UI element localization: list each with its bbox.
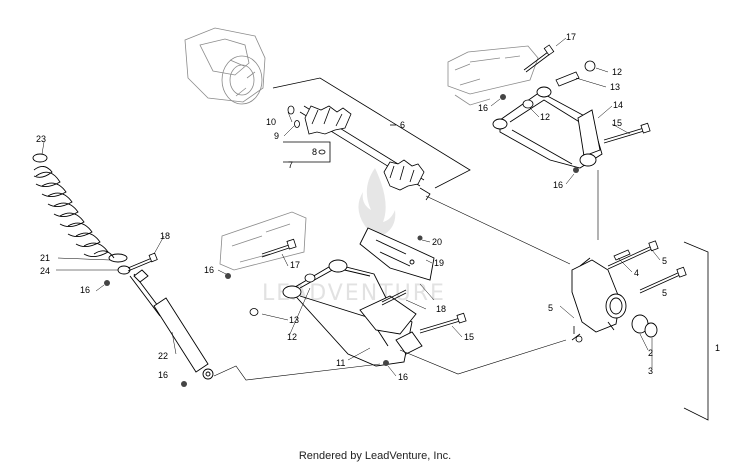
- callout-10: 10: [266, 117, 276, 127]
- callout-15: 15: [612, 118, 622, 128]
- bushing-12-upper-b: [522, 99, 534, 109]
- circlip-9: [294, 120, 300, 128]
- bracket-6: [272, 77, 471, 189]
- callout-14: 14: [613, 100, 623, 110]
- bushing-13-lower: [249, 308, 259, 316]
- nut-16-upper-arm: [573, 167, 579, 173]
- callout-16: 16: [204, 265, 214, 275]
- callout-2: 2: [648, 348, 653, 358]
- callout-5: 5: [662, 288, 667, 298]
- leader-shaft-to-hub: [425, 195, 571, 265]
- bracket-1: [683, 241, 709, 421]
- callout-16: 16: [478, 103, 488, 113]
- nut-16-upper-frame: [500, 94, 506, 100]
- callout-16: 16: [158, 370, 168, 380]
- callout-17: 17: [566, 32, 576, 42]
- callout-12: 12: [287, 332, 297, 342]
- skid-plate-19: [359, 227, 435, 281]
- callout-5: 5: [548, 303, 553, 313]
- callout-15: 15: [464, 332, 474, 342]
- sleeve-13-upper: [555, 71, 580, 87]
- callout-22: 22: [158, 351, 168, 361]
- upper-a-arm: [492, 86, 603, 169]
- callout-13: 13: [289, 315, 299, 325]
- bushing-12-upper-a: [584, 60, 596, 72]
- shock-absorber: [129, 269, 214, 380]
- callout-6: 6: [400, 120, 405, 130]
- callout-18: 18: [160, 231, 170, 241]
- frame-top-ghost: [184, 27, 266, 105]
- frame-upper-right-ghost: [447, 45, 539, 106]
- callout-20: 20: [432, 237, 442, 247]
- callout-9: 9: [274, 131, 279, 141]
- studs-5-4: [571, 240, 687, 343]
- callout-4: 4: [634, 268, 639, 278]
- nut-16-lower-arm: [383, 360, 389, 366]
- callout-5: 5: [662, 256, 667, 266]
- callout-3: 3: [648, 366, 653, 376]
- callout-11: 11: [336, 358, 345, 368]
- lower-a-arm: [282, 259, 423, 367]
- bolt-15-upper: [603, 122, 651, 144]
- callout-16: 16: [398, 372, 408, 382]
- callout-12: 12: [612, 67, 622, 77]
- callout-16: 16: [80, 285, 90, 295]
- bolt-18-left: [127, 252, 158, 272]
- footer-credit: Rendered by LeadVenture, Inc.: [298, 450, 452, 462]
- nut-16-left-bottom: [181, 381, 187, 387]
- callout-21: 21: [40, 253, 50, 263]
- callout-8: 8: [312, 147, 317, 157]
- washer-20: [417, 235, 423, 241]
- bolt-18-lower: [381, 289, 407, 306]
- leader-lines: [41, 37, 661, 377]
- callout-7: 7: [288, 160, 293, 170]
- bolt-17-lower: [261, 238, 297, 258]
- callout-1: 1: [715, 343, 720, 353]
- half-shaft-assembly: [287, 105, 431, 201]
- callout-13: 13: [610, 82, 620, 92]
- circlip-10: [287, 105, 295, 115]
- callout-16: 16: [553, 180, 563, 190]
- leader-arm-to-hub: [399, 339, 567, 375]
- bushing-12-lower: [304, 273, 316, 283]
- callout-24: 24: [40, 266, 50, 276]
- callout-18: 18: [436, 304, 446, 314]
- bolt-17-upper: [523, 44, 555, 73]
- cv-boot-inner: [304, 105, 352, 135]
- nut-16-left-top: [104, 280, 110, 286]
- callout-12: 12: [540, 112, 550, 122]
- knuckle-hub: [571, 257, 658, 338]
- watermark-flame-icon: [358, 168, 396, 235]
- coil-spring: [32, 153, 131, 275]
- callout-labels: 23 21 24 16 18 22 16 10 9 8 7 6 16 17 13…: [36, 32, 720, 382]
- bracket-7: [283, 141, 331, 163]
- nut-16-lower-frame: [225, 273, 231, 279]
- callout-23: 23: [36, 134, 46, 144]
- leader-shock-to-arm: [213, 363, 381, 381]
- bolt-15-lower: [419, 312, 467, 334]
- ring-8: [318, 149, 326, 155]
- frame-mid-left-ghost: [219, 211, 307, 271]
- callout-17: 17: [290, 260, 300, 270]
- cv-boot-outer: [383, 159, 431, 201]
- callout-19: 19: [434, 258, 444, 268]
